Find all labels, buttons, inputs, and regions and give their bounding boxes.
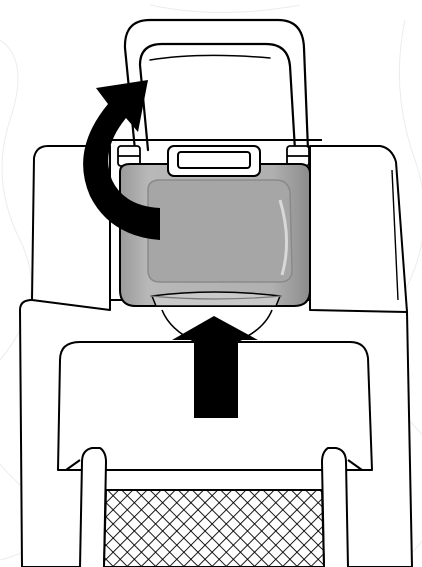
carry-handle[interactable] bbox=[125, 20, 308, 150]
reservoir-grip[interactable] bbox=[168, 146, 260, 176]
mesh-filter bbox=[104, 490, 324, 567]
